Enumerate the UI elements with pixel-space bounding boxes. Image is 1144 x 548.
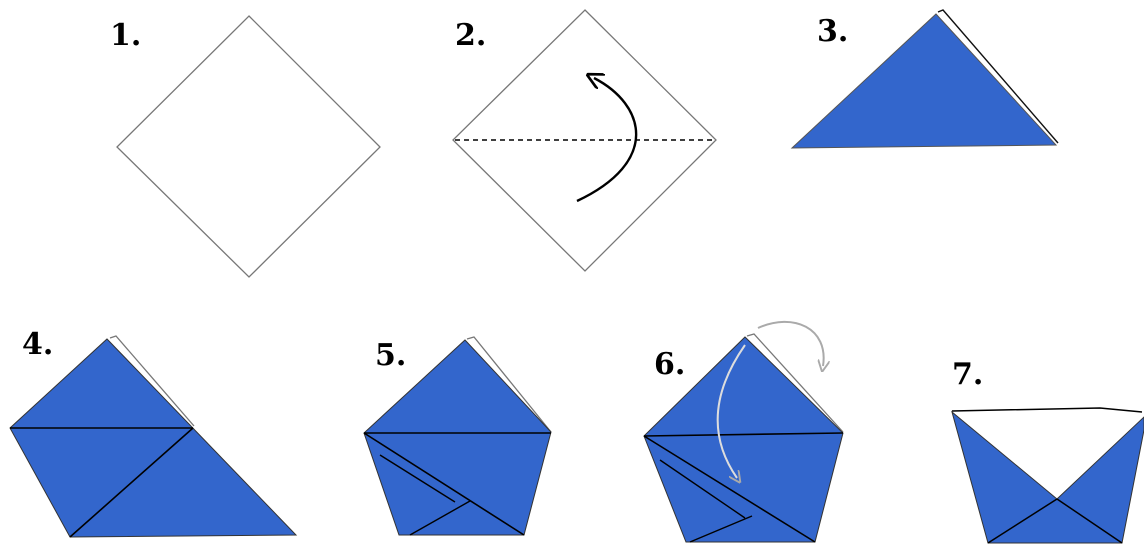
crease-line xyxy=(409,500,471,536)
cup-rim-edge xyxy=(951,407,1143,413)
step-7-label: 7. xyxy=(952,357,983,392)
step-4: 4. xyxy=(9,327,298,538)
crease-line xyxy=(363,432,525,536)
crease-line xyxy=(689,515,753,543)
pentagon-paper xyxy=(643,336,844,543)
back-flap-edge xyxy=(466,336,552,433)
crease-line xyxy=(987,498,1058,544)
step-1: 1. xyxy=(110,15,381,278)
curved-arrow-icon xyxy=(576,78,638,203)
step-4-label: 4. xyxy=(22,327,53,362)
crease-line xyxy=(643,435,816,543)
curved-arrow-icon xyxy=(757,320,824,366)
square-paper xyxy=(116,15,381,278)
crease-line xyxy=(1056,498,1123,544)
crease-line xyxy=(643,432,844,437)
cup-body xyxy=(951,410,1144,544)
crease-line xyxy=(69,427,194,538)
step-2-label: 2. xyxy=(455,18,486,53)
back-flap-edge xyxy=(109,335,195,427)
step-1-label: 1. xyxy=(110,18,141,53)
step-6: 6. xyxy=(643,320,844,543)
step-3-label: 3. xyxy=(817,14,848,49)
step-6-label: 6. xyxy=(654,347,685,382)
crease-line xyxy=(659,459,746,519)
curved-arrow-icon xyxy=(716,344,746,478)
step-5: 5. xyxy=(363,336,552,536)
back-flap-edge xyxy=(937,9,1059,144)
step-5-label: 5. xyxy=(375,338,406,373)
step-2: 2. xyxy=(452,9,717,272)
crease-line xyxy=(379,454,456,503)
folded-triangle xyxy=(790,13,1058,149)
pentagon-paper xyxy=(363,339,552,536)
step-7: 7. xyxy=(951,357,1144,544)
back-flap-edge xyxy=(746,333,844,433)
folded-triangle xyxy=(9,338,298,538)
step-3: 3. xyxy=(790,9,1059,149)
